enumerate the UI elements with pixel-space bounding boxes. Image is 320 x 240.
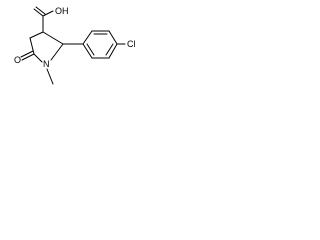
n-methyl-bond: [46, 68, 54, 85]
carbonyl-double-bond-b: [35, 6, 46, 15]
ketone-group: O: [14, 50, 35, 65]
ketone-double-bond-b: [20, 50, 34, 58]
ring-bond-c2-n1: [50, 43, 64, 61]
ring-bond-c4-c3: [29, 31, 44, 39]
ketone-double-bond-a: [21, 53, 35, 61]
aryl-inner-double-3: [86, 43, 95, 56]
aryl-bond-3: [108, 30, 118, 45]
chlorophenyl-ring: Cl: [62, 30, 136, 59]
ketone-oxygen-label: O: [14, 55, 21, 65]
aryl-bond-6: [82, 43, 93, 59]
bond-carboxyl-oh: [42, 10, 54, 17]
aryl-bond-1: [82, 30, 93, 45]
chemical-structure-diagram: OH O N Cl: [14, 6, 136, 85]
ring-bond-c3-c2: [42, 31, 64, 45]
carbonyl-double-bond-a: [33, 8, 44, 17]
aryl-inner-double-2: [105, 43, 114, 56]
ring-nitrogen-label: N: [43, 59, 50, 69]
n-methyl-group: N: [43, 59, 54, 85]
carboxylic-acid-group: OH: [33, 6, 69, 33]
hydroxyl-label: OH: [55, 6, 69, 16]
pyrrolidinone-ring: [29, 31, 64, 63]
aryl-bond-4: [108, 43, 118, 59]
ring-bond-n1-c5: [33, 53, 43, 63]
chlorine-label: Cl: [127, 39, 136, 49]
